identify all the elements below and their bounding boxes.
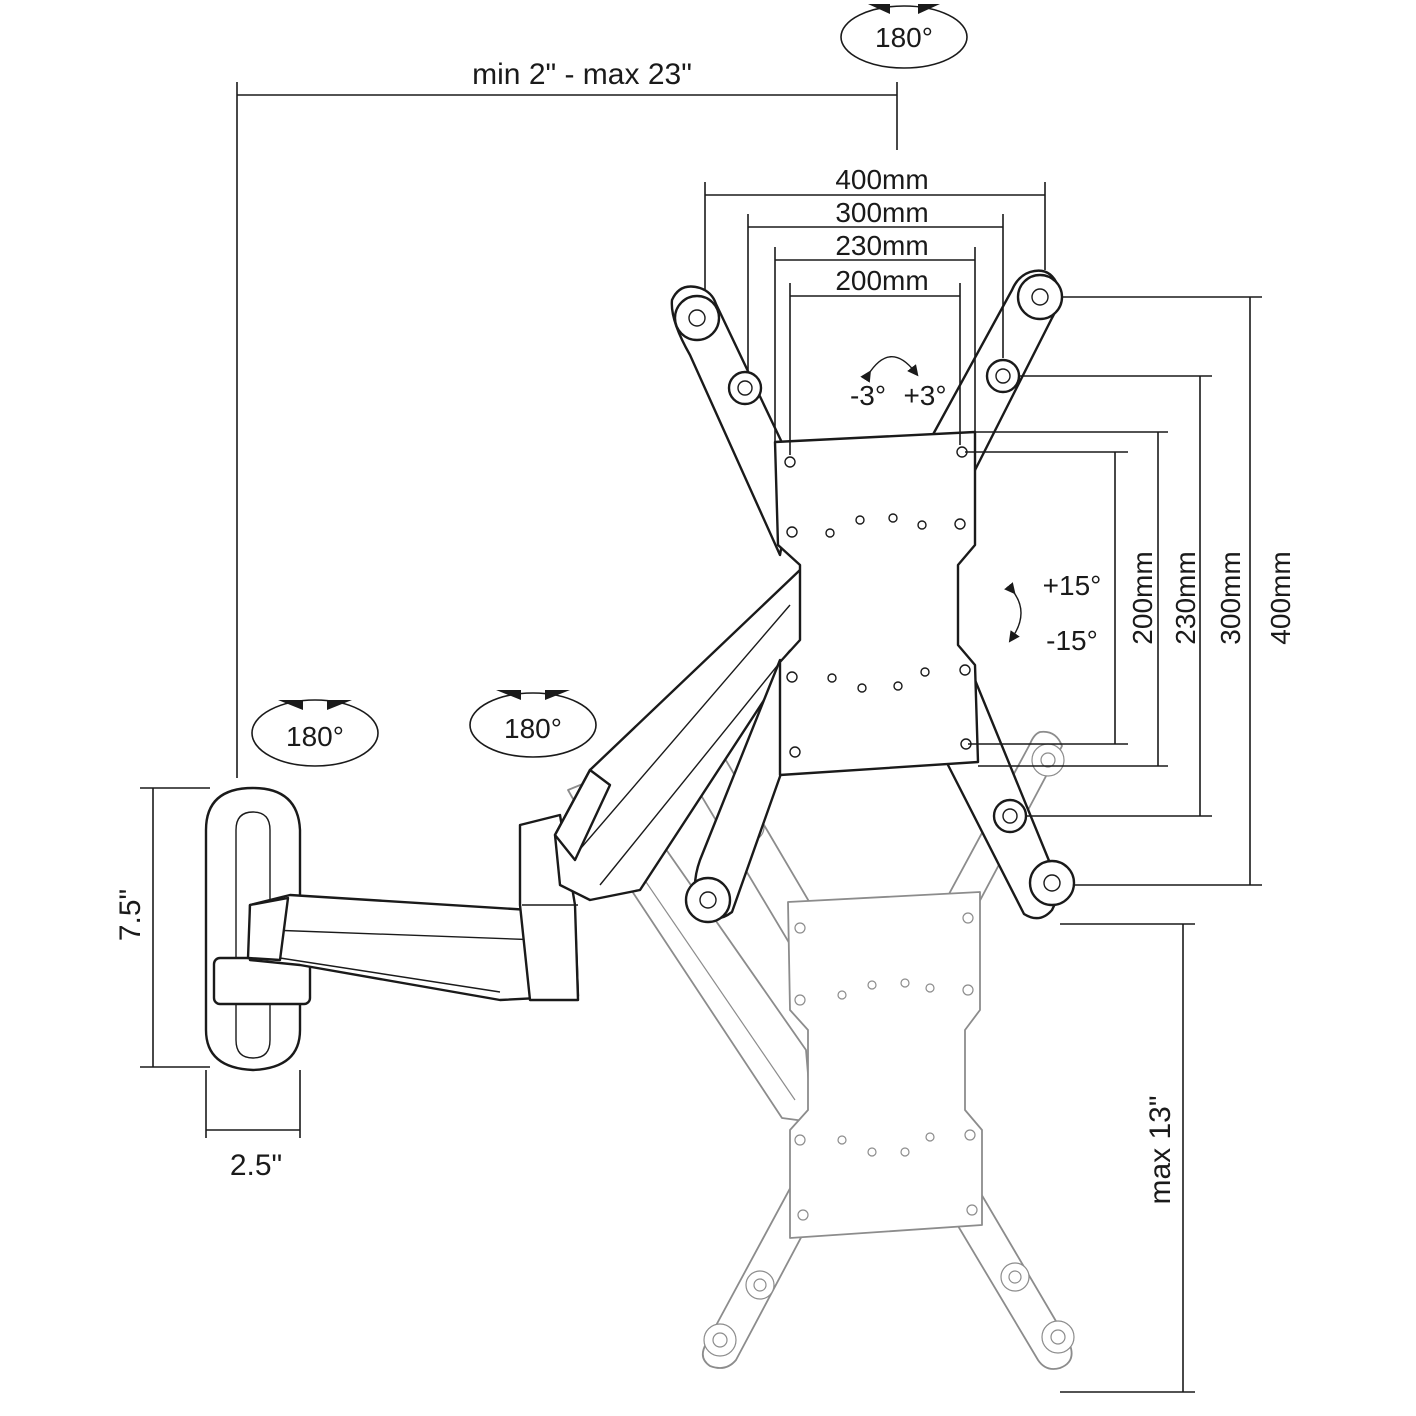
max-drop-label: max 13" [1144, 1095, 1177, 1204]
second-arm-joint [553, 768, 612, 862]
plate-holes [784, 446, 972, 758]
tilt-up-label: +15° [1043, 570, 1102, 601]
tilt-callout: +15° -15° [1004, 570, 1102, 656]
vesa-h-230-label: 230mm [835, 230, 928, 261]
tilt-down-label: -15° [1046, 625, 1098, 656]
rotation-callout: -3° +3° [850, 356, 947, 411]
swivel-bubble-arm: 180° [469, 690, 597, 758]
rotate-left-label: -3° [850, 380, 886, 411]
vesa-h-200-label: 200mm [835, 265, 928, 296]
swivel-bubble-top: 180° [840, 4, 968, 69]
vesa-v-300-label: 300mm [1215, 551, 1246, 644]
extension-dimension: min 2" - max 23" [236, 58, 898, 778]
mounting-plate [773, 430, 980, 777]
swivel-marker-icon [868, 4, 890, 14]
swivel-arm-label: 180° [504, 713, 562, 744]
first-arm [246, 893, 580, 1002]
plate-height-label: 7.5" [114, 889, 147, 941]
swivel-marker-icon [545, 690, 570, 700]
tilt-arrow-icon [1004, 582, 1022, 643]
vesa-v-200-label: 200mm [1127, 551, 1158, 644]
ghost-plate-holes [794, 912, 978, 1221]
plate-depth-label: 2.5" [230, 1149, 282, 1182]
swivel-bubble-wall: 180° [251, 699, 379, 767]
swivel-marker-icon [278, 700, 303, 710]
swivel-top-label: 180° [875, 22, 933, 53]
vesa-horizontal-dimensions: 400mm 300mm 230mm 200mm [704, 164, 1046, 455]
vesa-h-300-label: 300mm [835, 197, 928, 228]
vesa-h-400-label: 400mm [835, 164, 928, 195]
swivel-wall-label: 180° [286, 721, 344, 752]
vesa-v-400-label: 400mm [1265, 551, 1296, 644]
swivel-marker-icon [496, 690, 521, 700]
swivel-marker-icon [918, 4, 940, 14]
rotate-right-label: +3° [903, 380, 946, 411]
drop-dimension: max 13" [1060, 923, 1195, 1393]
second-arm [553, 568, 810, 902]
bracket-pads [673, 273, 1076, 924]
first-arm-joint [246, 896, 290, 962]
vesa-v-230-label: 230mm [1170, 551, 1201, 644]
plate-dimensions: 7.5" 2.5" [114, 787, 301, 1182]
vesa-vertical-dimensions: 200mm 230mm 300mm 400mm [965, 296, 1296, 886]
ghost-mounting-plate [787, 891, 983, 1239]
swivel-marker-icon [327, 700, 352, 710]
extension-label: min 2" - max 23" [472, 58, 692, 91]
rotation-arrow-icon [860, 356, 919, 383]
